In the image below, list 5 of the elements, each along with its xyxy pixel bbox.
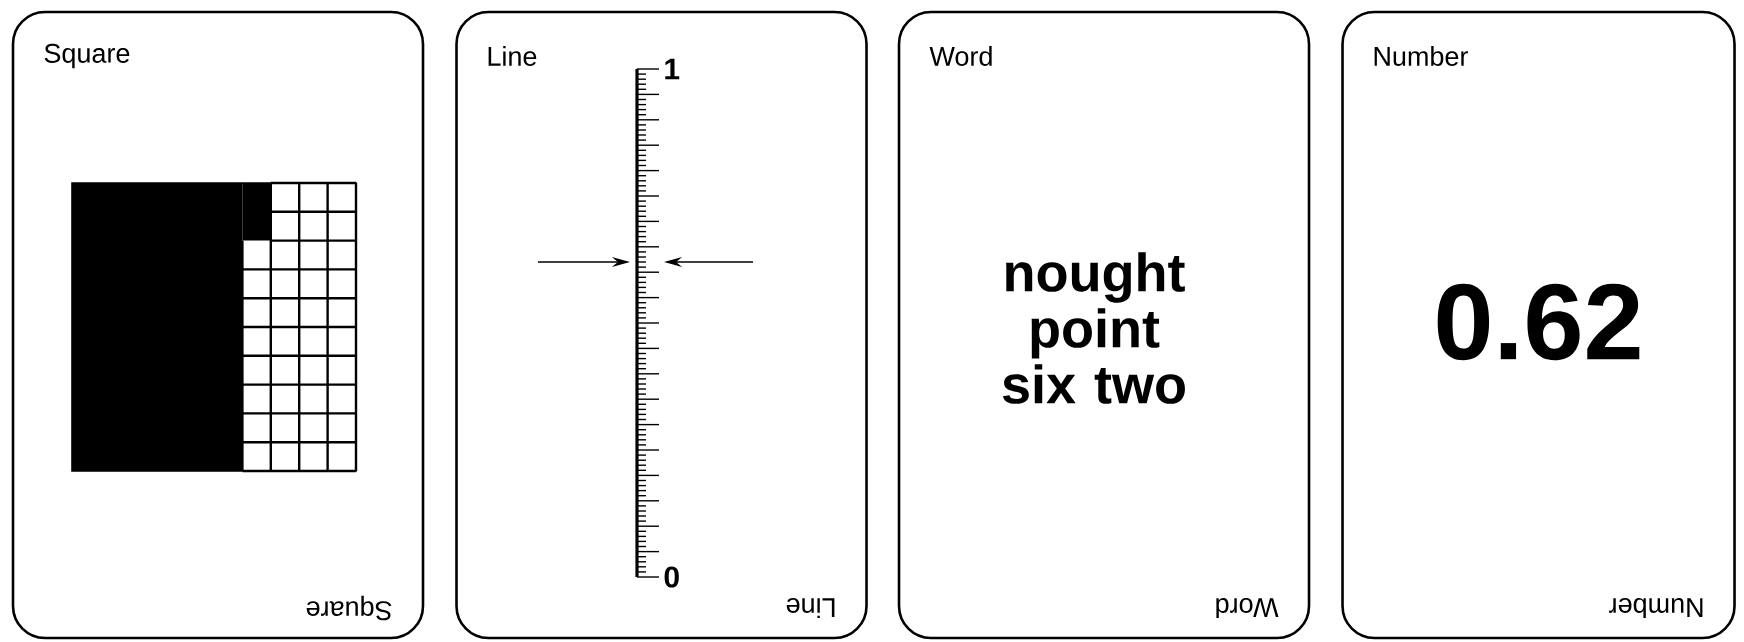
scale-label: 0 [664, 566, 679, 588]
card: Number 0.62 Number [1341, 10, 1736, 640]
card: Square Square [11, 10, 425, 640]
card: Word nought point six two Word [897, 10, 1311, 640]
scale-label: 1 [665, 58, 680, 80]
